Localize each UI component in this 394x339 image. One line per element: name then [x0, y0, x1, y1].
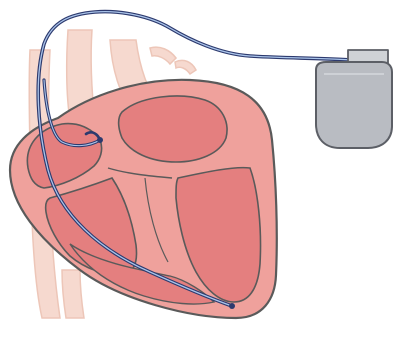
pacemaker-device-icon	[316, 50, 392, 148]
vessel-lower	[62, 270, 84, 318]
electrode-tip-icon	[229, 303, 235, 309]
vessel-branch-2	[175, 60, 196, 74]
left-atrium	[119, 96, 227, 162]
pacemaker-body	[316, 62, 392, 148]
vessel-branch	[150, 47, 176, 64]
electrode-tip-icon	[97, 137, 103, 143]
